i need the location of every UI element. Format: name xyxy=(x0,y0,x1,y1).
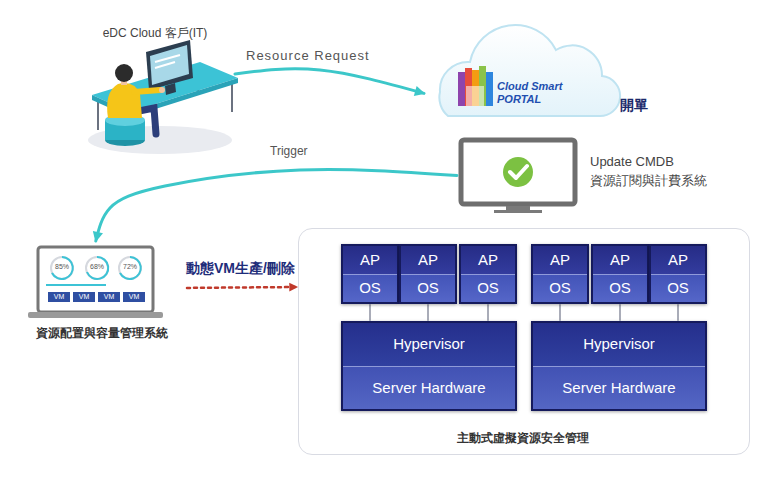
virtual-resource-region: 主動式虛擬資源安全管理APOSAPOSAPOSHypervisorServer … xyxy=(298,228,750,455)
capacity-laptop xyxy=(86,257,108,279)
stack-link xyxy=(559,305,561,320)
box-label: OS xyxy=(401,274,455,303)
capacity-laptop xyxy=(48,292,70,302)
box-label: OS xyxy=(343,274,397,303)
flow-arrow xyxy=(96,170,457,241)
capacity-laptop xyxy=(73,292,95,302)
capacity-laptop xyxy=(28,247,163,318)
portal-logo xyxy=(486,72,493,106)
cloud-shape xyxy=(439,25,620,116)
customer-illustration xyxy=(155,62,175,68)
edge-label: Resource Request xyxy=(244,48,372,63)
hypervisor-stack: HypervisorServer Hardware xyxy=(531,321,707,411)
box-label: AP xyxy=(401,246,455,274)
cmdb-system: Update CMDB 資源訂閱與計費系統 xyxy=(458,138,723,213)
vm-tag: VM xyxy=(123,293,145,300)
stack-link xyxy=(677,305,679,320)
vm-box: APOS xyxy=(649,244,707,304)
node-label: Cloud Smart PORTAL xyxy=(497,80,573,105)
flow-arrow xyxy=(235,69,424,94)
customer-illustration xyxy=(231,82,233,112)
box-label: AP xyxy=(461,246,515,274)
box-label: OS xyxy=(651,274,705,303)
stack-link xyxy=(619,305,621,320)
node-label: 主動式虛擬資源安全管理 xyxy=(299,431,746,445)
gauge-value: 68% xyxy=(86,263,108,270)
edge-label: 動態VM生產/刪除 xyxy=(184,260,297,278)
cmdb-monitor xyxy=(494,210,542,213)
gauge-value: 72% xyxy=(119,263,141,270)
box-label: Server Hardware xyxy=(343,366,515,410)
gauge-value: 85% xyxy=(51,263,73,270)
edge-label: Trigger xyxy=(268,144,310,158)
stack-link xyxy=(487,305,489,320)
vm-tag: VM xyxy=(73,293,95,300)
box-label: AP xyxy=(533,246,587,274)
cloud-shape xyxy=(439,25,620,116)
box-label: Hypervisor xyxy=(533,323,705,366)
box-label: OS xyxy=(533,274,587,303)
stack-link xyxy=(427,305,429,320)
cmdb-monitor xyxy=(461,140,575,213)
customer-node: eDC Cloud 客戶(IT) xyxy=(80,22,234,152)
box-label: AP xyxy=(651,246,705,274)
capacity-laptop xyxy=(119,257,141,279)
capacity-laptop xyxy=(38,247,153,312)
node-label: Update CMDB xyxy=(590,154,674,170)
node-label: 開單 xyxy=(620,97,648,114)
vm-box: APOS xyxy=(341,244,399,304)
node-label: eDC Cloud 客戶(IT) xyxy=(80,26,230,40)
customer-illustration xyxy=(146,40,193,90)
vm-box: APOS xyxy=(531,244,589,304)
flow-arrow xyxy=(187,286,297,289)
cmdb-monitor xyxy=(510,166,527,178)
portal-logo xyxy=(458,66,493,106)
vm-box: APOS xyxy=(399,244,457,304)
box-label: Server Hardware xyxy=(533,366,705,410)
box-label: Hypervisor xyxy=(343,323,515,366)
cmdb-monitor xyxy=(503,157,533,187)
vm-tag: VM xyxy=(48,293,70,300)
vm-box: APOS xyxy=(591,244,649,304)
box-label: AP xyxy=(343,246,397,274)
customer-illustration xyxy=(115,64,133,82)
customer-illustration xyxy=(159,87,165,93)
stack-link xyxy=(369,305,371,320)
portal-logo xyxy=(466,86,484,106)
capacity-laptop xyxy=(98,292,120,302)
vm-tag: VM xyxy=(98,293,120,300)
portal-cloud: Cloud Smart PORTAL 開單 xyxy=(425,25,660,120)
capacity-laptop xyxy=(120,257,141,279)
customer-illustration xyxy=(155,55,180,62)
customer-illustration xyxy=(88,40,238,154)
capacity-laptop xyxy=(51,257,73,279)
box-label: OS xyxy=(461,274,515,303)
capacity-laptop xyxy=(46,284,106,286)
customer-illustration xyxy=(107,83,142,118)
box-label: AP xyxy=(593,246,647,274)
customer-illustration xyxy=(134,90,160,92)
box-label: OS xyxy=(593,274,647,303)
capacity-system: 資源配置與容量管理系統 xyxy=(22,242,186,344)
node-label: 資源訂閱與計費系統 xyxy=(590,173,707,189)
node-label: 資源配置與容量管理系統 xyxy=(22,326,182,340)
vm-box: APOS xyxy=(459,244,517,304)
customer-illustration xyxy=(165,83,176,95)
portal-logo xyxy=(458,72,465,106)
capacity-laptop xyxy=(52,257,73,279)
capacity-laptop xyxy=(123,292,145,302)
capacity-laptop xyxy=(28,312,163,318)
capacity-laptop xyxy=(87,257,108,279)
cmdb-monitor xyxy=(461,140,575,204)
customer-illustration xyxy=(97,100,99,130)
hypervisor-stack: HypervisorServer Hardware xyxy=(341,321,517,411)
customer-illustration xyxy=(150,45,189,85)
